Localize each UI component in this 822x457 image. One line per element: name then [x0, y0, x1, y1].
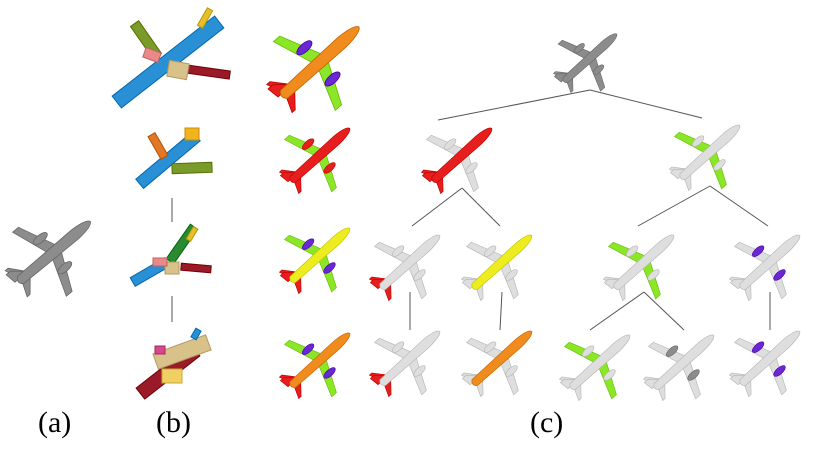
plane-fuselage: [651, 331, 718, 393]
plane-fuselage: [287, 124, 354, 186]
input-shape-column: [3, 215, 95, 299]
hierarchy-node-n11: [367, 231, 444, 303]
plane-fuselage: [560, 30, 621, 86]
box-wing: [152, 334, 212, 370]
box-tail: [185, 226, 199, 242]
box-fuselage: [111, 15, 225, 109]
hierarchy-edge-n2-n22: [709, 185, 769, 227]
plane-fuselage: [287, 329, 354, 391]
input-airplane: [3, 215, 95, 299]
segmented-airplane-1: [264, 21, 364, 115]
box-abstraction-column: [111, 7, 231, 400]
box-wing: [171, 161, 213, 175]
plane-fuselage: [567, 331, 634, 393]
plane-fuselage: [737, 231, 804, 293]
hierarchy-node-root: [552, 30, 621, 95]
box-wing-right: [185, 64, 231, 80]
plane-fuselage: [469, 327, 536, 389]
segmented-airplane-3: [277, 224, 354, 296]
plane-fuselage: [469, 231, 536, 293]
box-tail: [147, 132, 169, 160]
segmented-airplane-4: [277, 329, 354, 401]
box-part: [142, 46, 162, 64]
plane-fuselage: [611, 231, 678, 293]
box-part: [152, 257, 168, 267]
hierarchy-node-n2: [667, 121, 744, 193]
box-part: [154, 345, 166, 355]
box-tail: [196, 7, 214, 29]
plane-fuselage: [14, 216, 95, 287]
box-engine: [164, 261, 180, 275]
hierarchy-edge-root-n2: [589, 89, 703, 119]
plane-fuselage: [377, 231, 444, 293]
hierarchy-edge-n12-n121: [499, 291, 503, 331]
plane-fuselage: [377, 327, 444, 389]
box-engine: [161, 368, 183, 384]
hierarchy-node-n12: [459, 231, 536, 303]
hierarchy-node-n21: [601, 231, 678, 303]
hierarchy-node-n212: [641, 331, 718, 403]
hierarchy-edge-n21-n212: [643, 291, 685, 331]
hierarchy-node-n22: [727, 231, 804, 303]
plane-fuselage: [287, 224, 354, 286]
hierarchy-edge-n1-n11: [411, 187, 463, 227]
hierarchy-edges: [409, 89, 771, 331]
box-engine: [166, 59, 190, 81]
box-tail-top: [184, 127, 200, 141]
plane-fuselage: [277, 21, 364, 102]
plane-fuselage: [737, 327, 804, 389]
hierarchy-node-n111: [367, 327, 444, 399]
hierarchy-edge-n21-n211: [589, 291, 645, 331]
plane-fuselage: [677, 121, 744, 183]
box-tail: [190, 327, 202, 341]
panel-label-a: (a): [38, 406, 72, 439]
hierarchy-node-n1: [419, 124, 496, 196]
panel-label-b: (b): [156, 406, 191, 439]
segmentation-column: [264, 21, 364, 401]
hierarchy-node-n221: [727, 327, 804, 399]
hierarchy-node-n211: [557, 331, 634, 403]
part-hierarchy-tree: [367, 30, 804, 403]
box-wing: [180, 262, 212, 274]
hierarchy-edge-n2-n21: [637, 185, 711, 227]
plane-fuselage: [429, 124, 496, 186]
hierarchy-edge-n1-n12: [461, 187, 501, 227]
hierarchy-edge-root-n1: [437, 89, 591, 121]
panel-label-c: (c): [530, 406, 564, 439]
segmented-airplane-2: [277, 124, 354, 196]
